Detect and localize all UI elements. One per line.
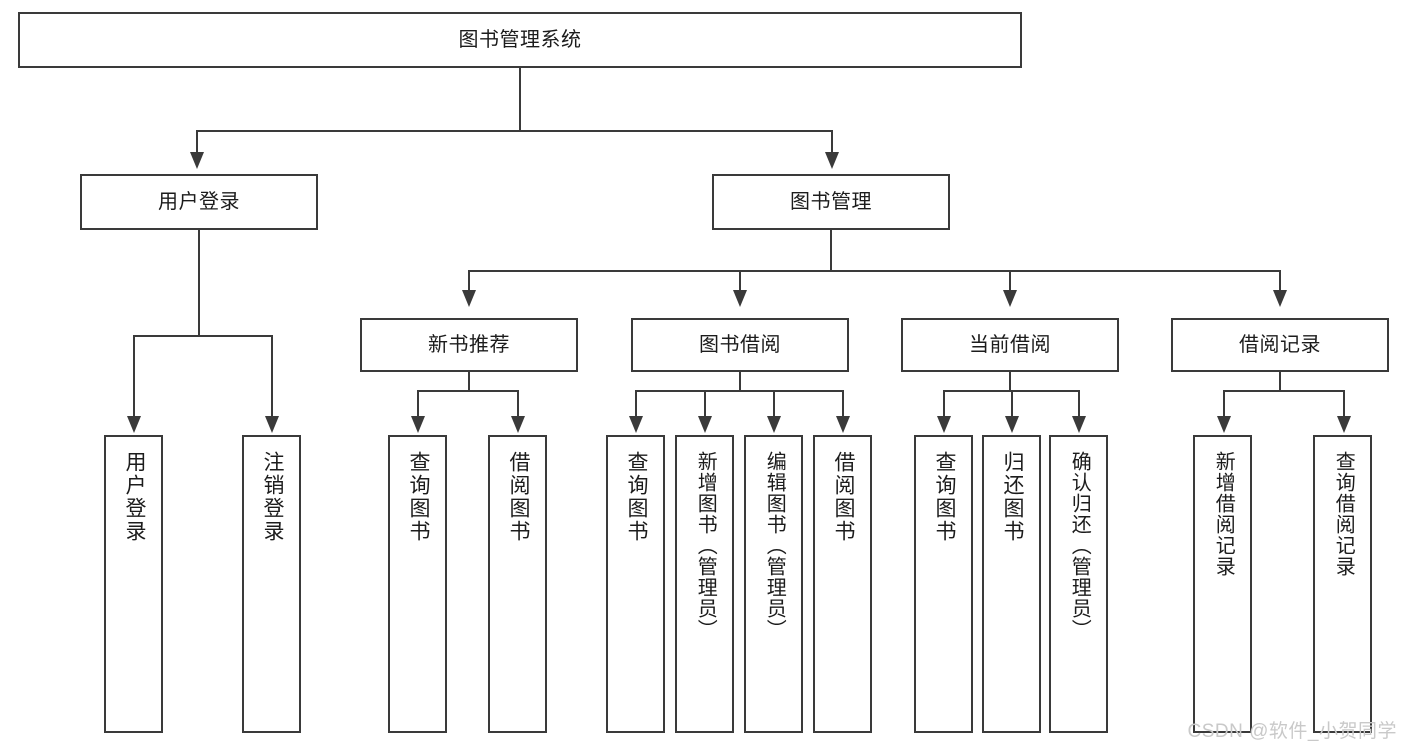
node-label: 借阅记录	[1239, 333, 1321, 356]
arrowhead-borrow-record-leaf-2	[1337, 416, 1351, 433]
connector-level3-bar	[469, 270, 1281, 272]
connector-to-new-book	[468, 270, 470, 292]
connector-borrow-record-drop-1	[1223, 390, 1225, 418]
node-new-book-recommend[interactable]: 新书推荐	[360, 318, 578, 372]
leaf-book-borrow-query[interactable]: 查询图书	[606, 435, 665, 733]
leaf-borrow-record-query[interactable]: 查询借阅记录	[1313, 435, 1372, 733]
arrowhead-current-borrow-leaf-3	[1072, 416, 1086, 433]
leaf-new-book-query[interactable]: 查询图书	[388, 435, 447, 733]
connector-user-login-drop-2	[271, 335, 273, 418]
connector-current-borrow-stem	[1009, 372, 1011, 390]
connector-root-to-user-login	[196, 130, 198, 154]
node-label: 查询图书	[932, 451, 956, 543]
node-label: 确认归还（管理员）	[1068, 451, 1091, 640]
connector-current-borrow-drop-2	[1011, 390, 1013, 418]
node-borrow-record[interactable]: 借阅记录	[1171, 318, 1389, 372]
connector-book-borrow-bar	[636, 390, 844, 392]
leaf-user-login-logout[interactable]: 注销登录	[242, 435, 301, 733]
connector-borrow-record-bar	[1224, 390, 1345, 392]
arrowhead-current-borrow-leaf-2	[1005, 416, 1019, 433]
connector-root-stem	[519, 68, 521, 130]
leaf-current-borrow-confirm-return[interactable]: 确认归还（管理员）	[1049, 435, 1108, 733]
node-label: 用户登录	[158, 190, 240, 213]
leaf-current-borrow-return[interactable]: 归还图书	[982, 435, 1041, 733]
node-label: 用户登录	[122, 451, 146, 543]
node-label: 查询借阅记录	[1332, 451, 1355, 577]
arrowhead-user-login-leaf-1	[127, 416, 141, 433]
arrowhead-book-borrow-leaf-3	[767, 416, 781, 433]
arrowhead-root-to-book-manage	[825, 152, 839, 169]
node-root-system[interactable]: 图书管理系统	[18, 12, 1022, 68]
arrowhead-book-borrow-leaf-4	[836, 416, 850, 433]
node-book-management[interactable]: 图书管理	[712, 174, 950, 230]
arrowhead-new-book-leaf-1	[411, 416, 425, 433]
connector-new-book-stem	[468, 372, 470, 390]
node-current-borrow[interactable]: 当前借阅	[901, 318, 1119, 372]
arrowhead-user-login-leaf-2	[265, 416, 279, 433]
arrowhead-to-current-borrow	[1003, 290, 1017, 307]
connector-new-book-drop-1	[417, 390, 419, 418]
arrowhead-to-book-borrow	[733, 290, 747, 307]
leaf-current-borrow-query[interactable]: 查询图书	[914, 435, 973, 733]
arrowhead-borrow-record-leaf-1	[1217, 416, 1231, 433]
connector-user-login-drop-1	[133, 335, 135, 418]
leaf-borrow-record-add[interactable]: 新增借阅记录	[1193, 435, 1252, 733]
connector-root-to-book-manage	[831, 130, 833, 154]
node-label: 借阅图书	[831, 451, 855, 543]
connector-new-book-bar	[418, 390, 519, 392]
connector-new-book-drop-2	[517, 390, 519, 418]
csdn-watermark: CSDN @软件_小贺同学	[1187, 721, 1397, 742]
node-label: 归还图书	[1000, 451, 1024, 543]
connector-borrow-record-stem	[1279, 372, 1281, 390]
leaf-user-login-login[interactable]: 用户登录	[104, 435, 163, 733]
connector-book-borrow-stem	[739, 372, 741, 390]
node-label: 查询图书	[406, 451, 430, 543]
leaf-book-borrow-add[interactable]: 新增图书（管理员）	[675, 435, 734, 733]
connector-borrow-record-drop-2	[1343, 390, 1345, 418]
connector-book-borrow-drop-3	[773, 390, 775, 418]
connector-book-borrow-drop-4	[842, 390, 844, 418]
arrowhead-root-to-user-login	[190, 152, 204, 169]
connector-book-borrow-drop-2	[704, 390, 706, 418]
arrowhead-book-borrow-leaf-1	[629, 416, 643, 433]
node-label: 图书借阅	[699, 333, 781, 356]
connector-to-book-borrow	[739, 270, 741, 292]
node-user-login[interactable]: 用户登录	[80, 174, 318, 230]
arrowhead-new-book-leaf-2	[511, 416, 525, 433]
node-label: 图书管理	[790, 190, 872, 213]
node-label: 注销登录	[260, 451, 284, 543]
leaf-new-book-borrow[interactable]: 借阅图书	[488, 435, 547, 733]
node-label: 查询图书	[624, 451, 648, 543]
connector-current-borrow-drop-3	[1078, 390, 1080, 418]
node-label: 新书推荐	[428, 333, 510, 356]
arrowhead-to-new-book	[462, 290, 476, 307]
node-label: 图书管理系统	[458, 28, 582, 51]
connector-book-borrow-drop-1	[635, 390, 637, 418]
connector-root-bar	[197, 130, 833, 132]
connector-user-login-stem	[198, 230, 200, 335]
node-label: 新增借阅记录	[1212, 451, 1235, 577]
connector-user-login-bar	[134, 335, 273, 337]
arrowhead-to-borrow-record	[1273, 290, 1287, 307]
connector-book-manage-stem	[830, 230, 832, 270]
arrowhead-current-borrow-leaf-1	[937, 416, 951, 433]
node-label: 新增图书（管理员）	[694, 451, 717, 640]
node-label: 编辑图书（管理员）	[763, 451, 786, 640]
connector-to-current-borrow	[1009, 270, 1011, 292]
leaf-book-borrow-borrow[interactable]: 借阅图书	[813, 435, 872, 733]
arrowhead-book-borrow-leaf-2	[698, 416, 712, 433]
node-label: 借阅图书	[506, 451, 530, 543]
leaf-book-borrow-edit[interactable]: 编辑图书（管理员）	[744, 435, 803, 733]
node-book-borrow[interactable]: 图书借阅	[631, 318, 849, 372]
connector-current-borrow-drop-1	[943, 390, 945, 418]
node-label: 当前借阅	[969, 333, 1051, 356]
connector-to-borrow-record	[1279, 270, 1281, 292]
